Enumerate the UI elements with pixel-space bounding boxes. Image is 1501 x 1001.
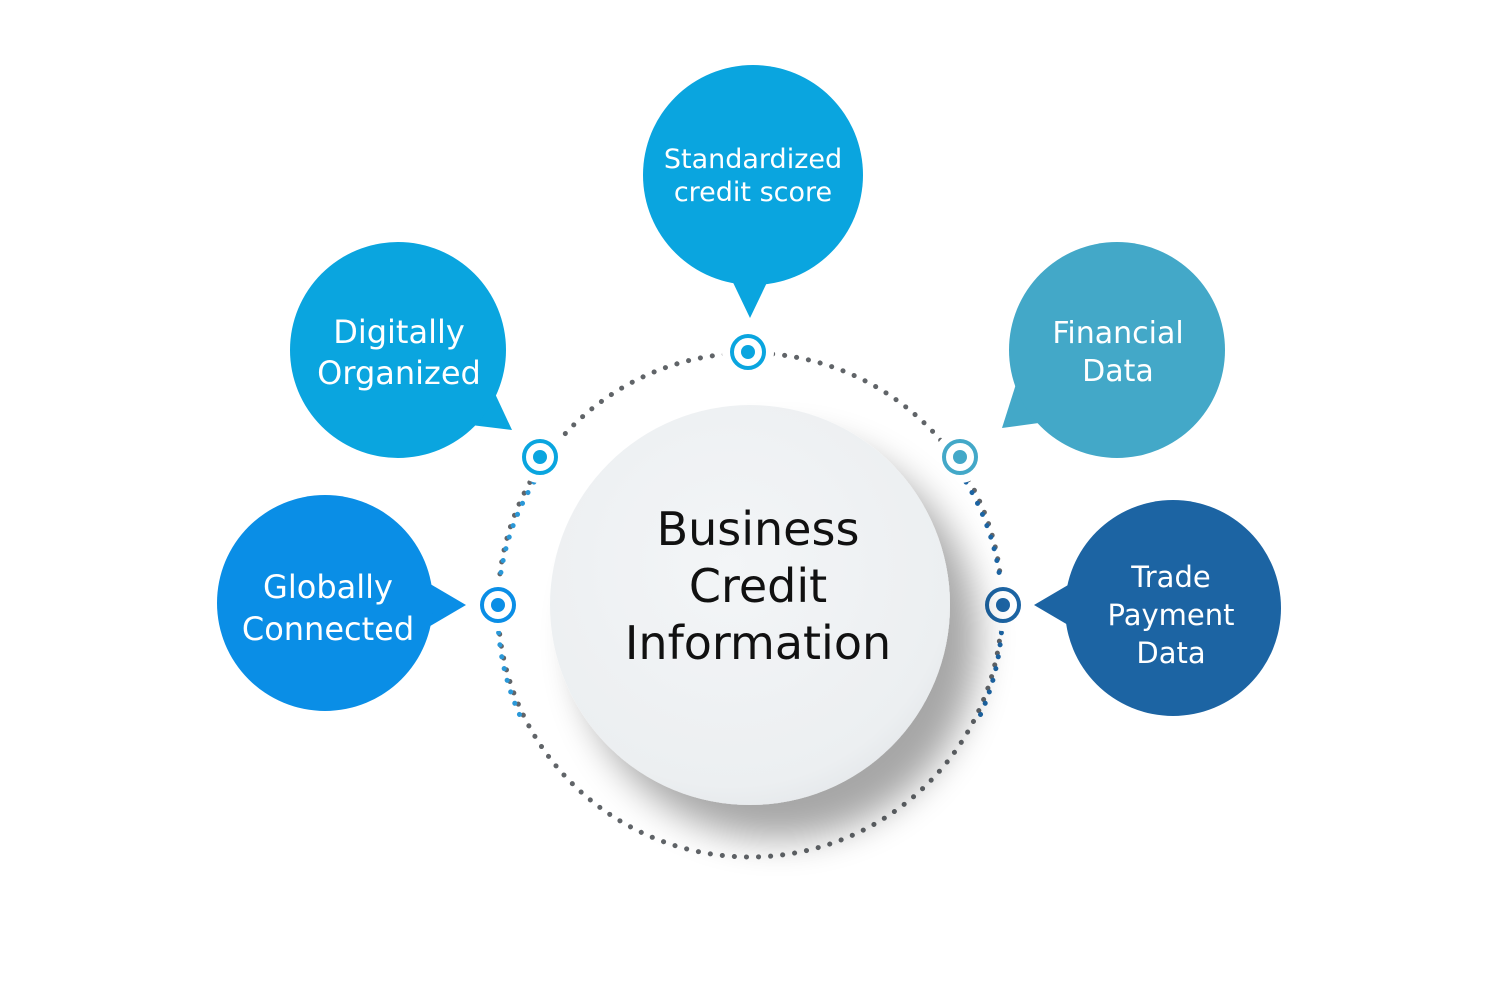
bubble-lower-left-line-2: Connected xyxy=(242,610,414,648)
marker-upper-right xyxy=(942,439,978,475)
bubble-top-circle xyxy=(643,65,863,285)
bubble-lower-left-line-1: Globally xyxy=(263,568,393,606)
bubble-upper-left-line-1: Digitally xyxy=(333,313,465,351)
ring-markers xyxy=(480,334,1021,623)
center-circle xyxy=(550,405,950,805)
center-node: Business Credit Information xyxy=(550,405,950,805)
bubble-lower-right-line-3: Data xyxy=(1136,636,1205,670)
marker-lower-left xyxy=(480,587,516,623)
bubble-standardized-credit-score: Standardized credit score xyxy=(643,65,863,318)
bubble-top-line-2: credit score xyxy=(674,177,832,208)
bubble-upper-left-circle xyxy=(290,242,506,458)
bubble-lower-right-circle xyxy=(1065,500,1281,716)
bubble-financial-data: Financial Data xyxy=(1002,242,1225,458)
marker-lower-right xyxy=(985,587,1021,623)
bubble-top-line-1: Standardized xyxy=(664,144,842,175)
bubble-lower-left-circle xyxy=(217,495,433,711)
center-title-line-3: Information xyxy=(625,616,891,670)
bubble-digitally-organized: Digitally Organized xyxy=(290,242,512,458)
center-title-line-1: Business xyxy=(657,502,860,556)
bubble-upper-right-line-2: Data xyxy=(1082,354,1154,389)
bubble-upper-right-circle xyxy=(1009,242,1225,458)
bubble-upper-right-line-1: Financial xyxy=(1052,316,1183,351)
marker-top xyxy=(730,334,766,370)
bubble-globally-connected: Globally Connected xyxy=(217,495,466,711)
dotted-ring-left-blue-arc xyxy=(495,479,537,723)
marker-upper-left xyxy=(522,439,558,475)
bubble-trade-payment-data: Trade Payment Data xyxy=(1034,500,1281,716)
bubble-lower-right-line-1: Trade xyxy=(1130,560,1210,594)
bubble-lower-right-line-2: Payment xyxy=(1108,598,1235,632)
center-title-line-2: Credit xyxy=(689,559,827,613)
bubble-upper-left-line-2: Organized xyxy=(317,354,481,392)
dotted-ring-right-blue-arc xyxy=(963,479,1005,723)
